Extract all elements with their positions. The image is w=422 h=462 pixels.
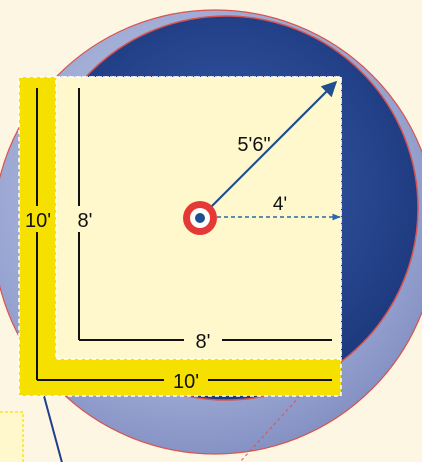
inner-height-label: 8' bbox=[78, 210, 93, 232]
inner-width-label: 8' bbox=[196, 331, 211, 353]
diagonal-label: 5'6" bbox=[237, 134, 270, 156]
callout-pointer bbox=[43, 395, 63, 462]
inner-square-border bbox=[55, 76, 342, 360]
outer-width-label-bg bbox=[164, 368, 208, 392]
inner-width-label-bg bbox=[184, 328, 222, 352]
outer-height-label-bg bbox=[22, 206, 54, 232]
outer-height-label: 10' bbox=[25, 210, 51, 232]
radius-label: 4' bbox=[273, 194, 287, 215]
diagonal-arrow bbox=[199, 80, 338, 219]
callout-box bbox=[0, 411, 24, 462]
inner-height-label-bg bbox=[70, 206, 100, 232]
target-center-icon bbox=[195, 213, 205, 223]
outer-width-label: 10' bbox=[173, 371, 199, 393]
guide-line bbox=[239, 395, 301, 462]
